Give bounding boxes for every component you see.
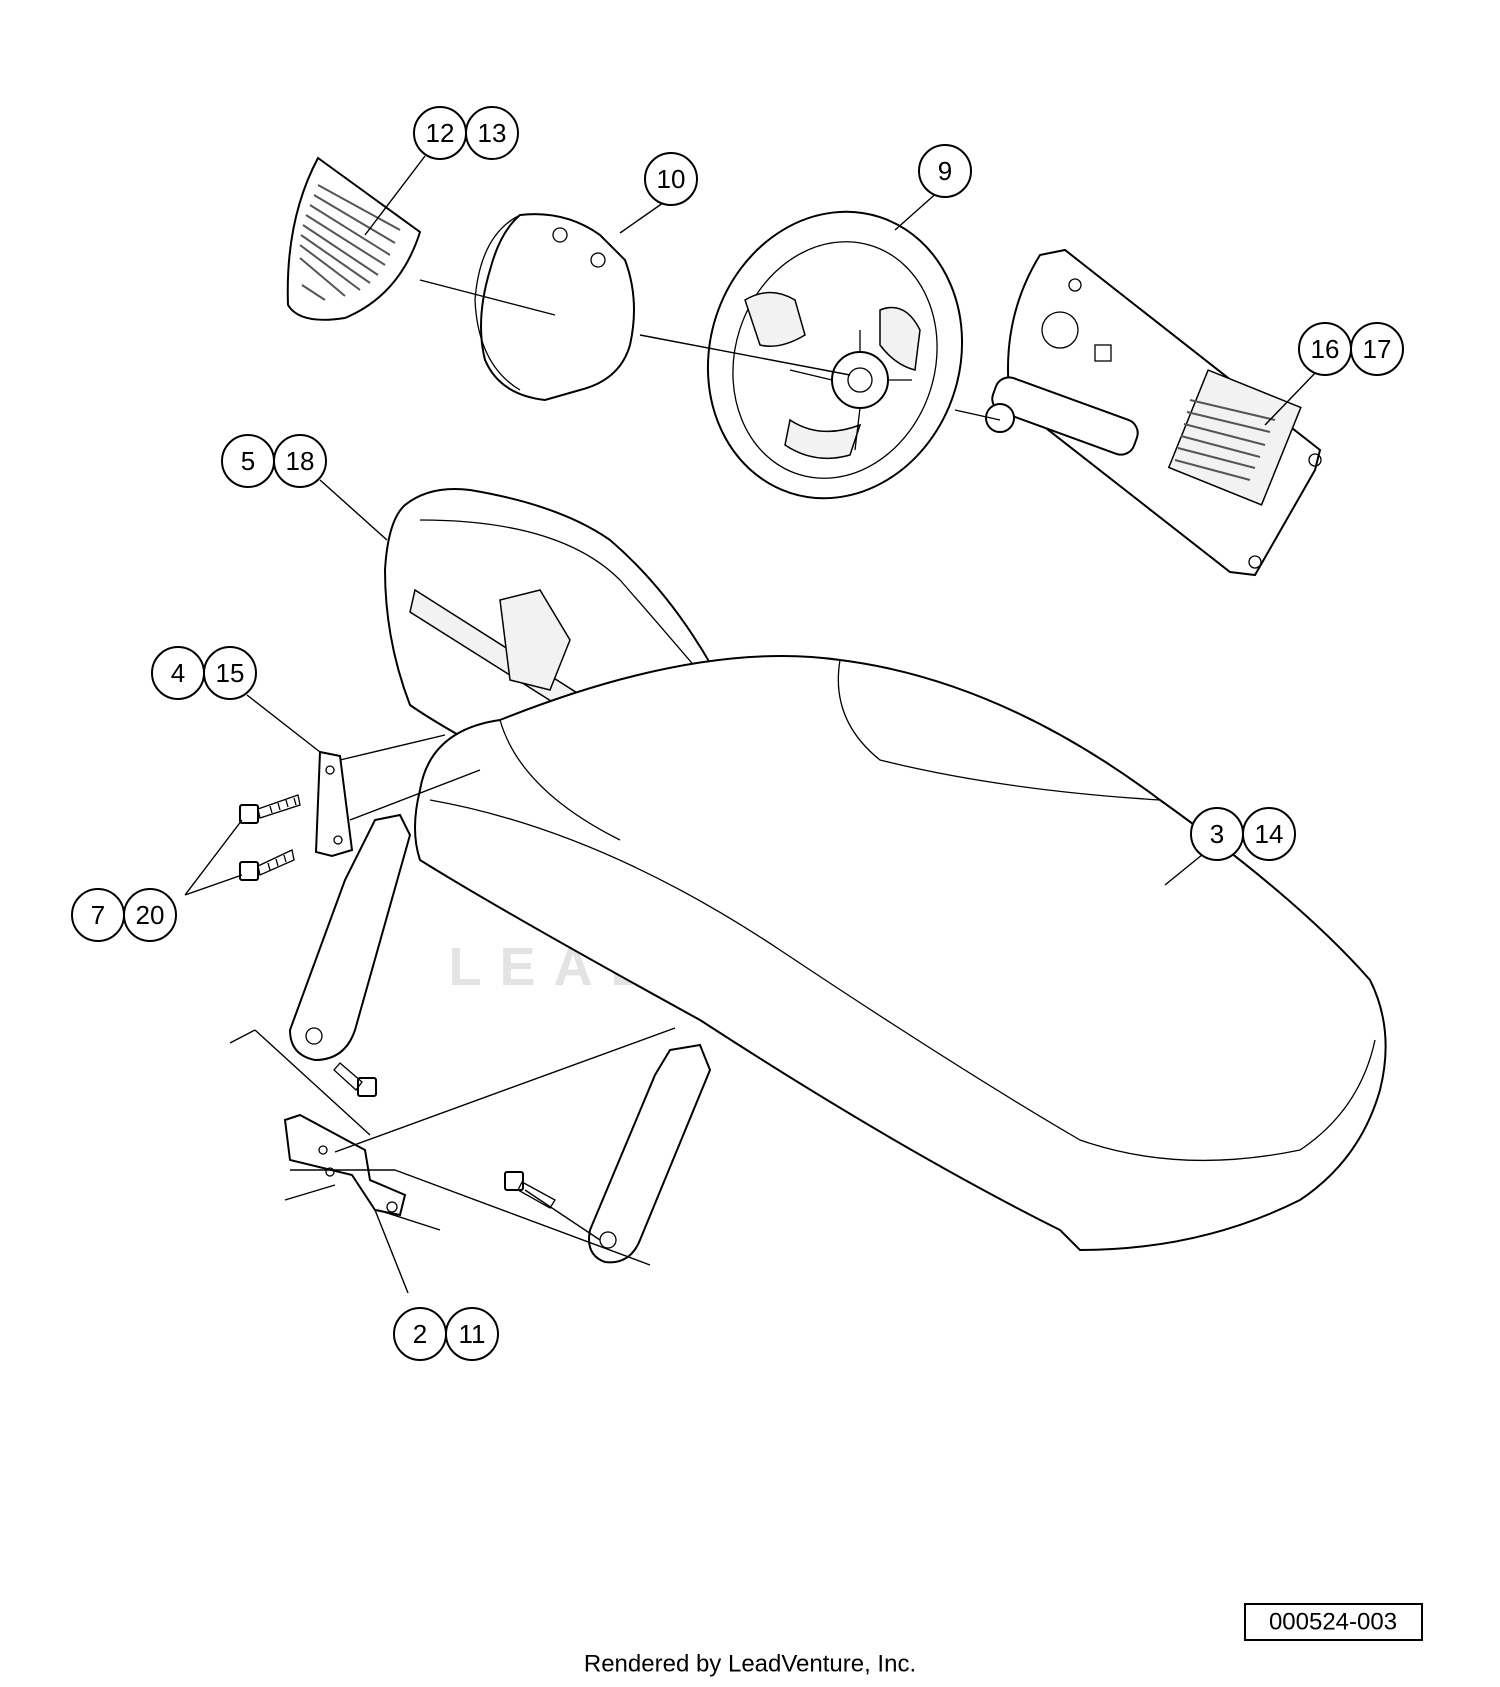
- callout-7-20[interactable]: 7 20: [71, 888, 177, 942]
- callout-2-11[interactable]: 2 11: [393, 1307, 499, 1361]
- callout-4-15[interactable]: 4 15: [151, 646, 257, 700]
- callout-3-14[interactable]: 3 14: [1190, 807, 1296, 861]
- seat-support-arm-right: [504, 1043, 712, 1264]
- bolt-left-arm: [333, 1062, 377, 1097]
- callout-leaders: [184, 155, 1319, 1294]
- callout-label: 18: [286, 446, 315, 476]
- seat-support-arm-left: [288, 813, 412, 1097]
- callout-label: 12: [426, 118, 455, 148]
- seat-bottom-cushion: [414, 655, 1387, 1252]
- steering-column-dash-panel: [985, 248, 1322, 577]
- callout-label: 14: [1255, 819, 1284, 849]
- callout-label: 9: [938, 156, 952, 186]
- footer-credit: Rendered by LeadVenture, Inc.: [584, 1651, 916, 1678]
- steering-wheel: [706, 210, 964, 500]
- steering-hub-cover: [474, 213, 635, 402]
- bolt-upper: [239, 794, 301, 824]
- callout-label: 17: [1363, 334, 1392, 364]
- callout-label: 20: [136, 900, 165, 930]
- assembly-lines: [229, 279, 1001, 1266]
- operating-instructions-decal: [286, 156, 422, 321]
- callout-16-17[interactable]: 16 17: [1298, 322, 1404, 376]
- callout-label: 16: [1311, 334, 1340, 364]
- bolt-lower: [239, 849, 295, 881]
- drawing-id-text: 000524-003: [1269, 1609, 1397, 1636]
- callout-10[interactable]: 10: [644, 152, 698, 206]
- callout-label: 7: [91, 900, 105, 930]
- callout-label: 11: [459, 1319, 486, 1349]
- callout-label: 15: [216, 658, 245, 688]
- mounting-bracket-plate: [314, 734, 481, 858]
- seat-hinge-bracket: [283, 1113, 407, 1217]
- callout-label: 13: [478, 118, 507, 148]
- callout-12-13[interactable]: 12 13: [413, 106, 519, 160]
- callout-label: 5: [241, 446, 255, 476]
- callout-5-18[interactable]: 5 18: [221, 434, 327, 488]
- callout-label: 4: [171, 658, 185, 688]
- bolt-right-arm: [504, 1171, 556, 1209]
- drawing-id: 000524-003: [1244, 1603, 1423, 1641]
- callout-label: 2: [413, 1319, 427, 1349]
- callout-label: 3: [1210, 819, 1224, 849]
- callout-9[interactable]: 9: [918, 144, 972, 198]
- callout-label: 10: [657, 164, 686, 194]
- flange-bolts: [239, 794, 301, 881]
